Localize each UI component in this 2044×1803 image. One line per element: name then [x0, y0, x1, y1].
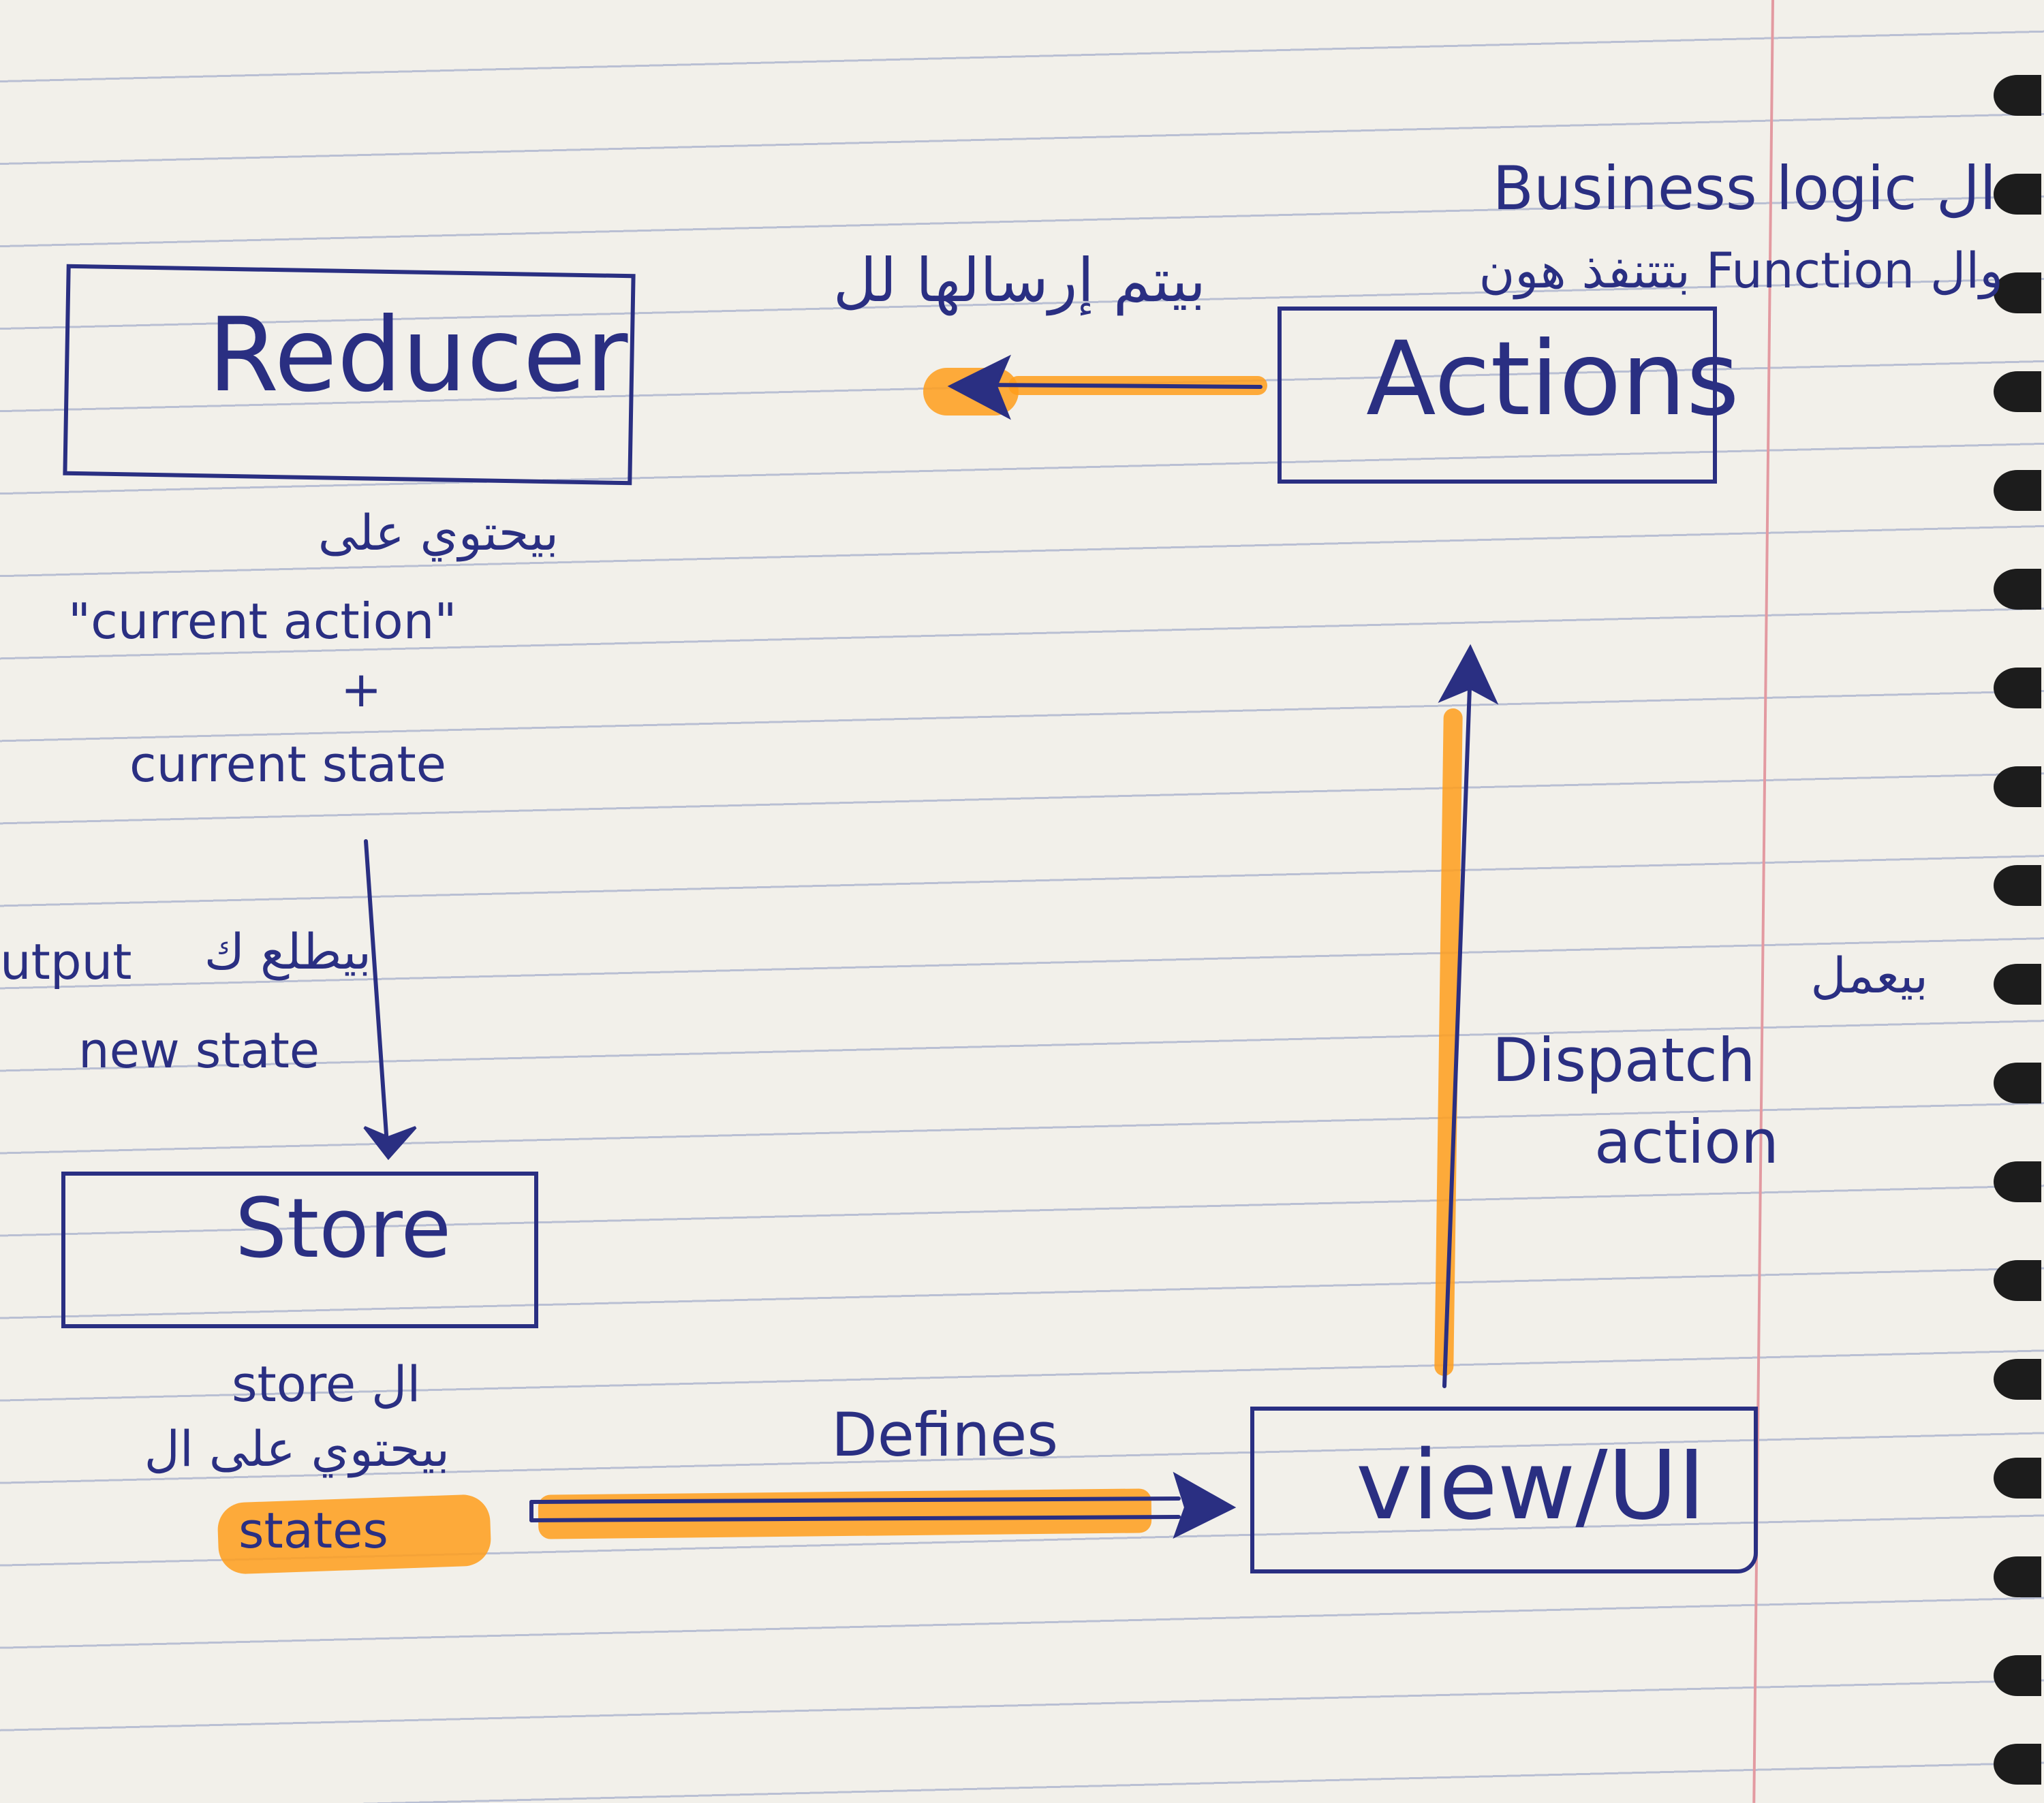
spiral-hole: [1994, 865, 2041, 906]
action-note: action: [1594, 1107, 1779, 1177]
spiral-binding: [1983, 0, 2044, 1803]
spiral-hole: [1994, 174, 2041, 215]
send-to-note: بيتم إرسالها لل: [833, 245, 1206, 315]
store-contains-note: بيحتوي على ال: [144, 1420, 450, 1477]
view-ui-label: view/UI: [1356, 1430, 1706, 1541]
current-state-note: current state: [129, 736, 447, 793]
business-logic-note-2: وال Function بتتنفذ هون: [1478, 242, 2003, 299]
spiral-hole: [1994, 1556, 2041, 1597]
arrowhead-reducer: [947, 354, 1011, 420]
defines-note: Defines: [831, 1400, 1059, 1470]
arrowhead-actions: [1438, 644, 1499, 705]
spiral-hole: [1994, 1161, 2041, 1202]
reducer-contains-note: بيحتوي على: [318, 504, 559, 561]
output-arabic-note: بيطلع ك: [204, 923, 371, 980]
store-box: [61, 1172, 538, 1328]
spiral-hole: [1994, 470, 2041, 511]
spiral-hole: [1994, 75, 2041, 116]
arrow-actions-to-reducer: [979, 383, 1263, 389]
arrow-store-to-view-1: [529, 1496, 1181, 1504]
states-note: states: [238, 1502, 388, 1559]
new-state-note: new state: [78, 1022, 320, 1079]
spiral-hole: [1994, 371, 2041, 412]
actions-box: [1278, 307, 1717, 484]
view-ui-box: [1250, 1407, 1758, 1573]
arrowhead-view: [1173, 1471, 1237, 1539]
arrow-reducer-to-store: [364, 839, 389, 1146]
current-action-note: "current action": [68, 593, 457, 650]
dispatch-note: Dispatch: [1492, 1025, 1756, 1095]
store-al-note: store ال: [232, 1355, 421, 1413]
arrow-view-to-actions: [1442, 686, 1472, 1388]
actions-label: Actions: [1366, 320, 1739, 439]
spiral-hole: [1994, 964, 2041, 1005]
spiral-hole: [1994, 1063, 2041, 1103]
plus-note: +: [341, 661, 382, 718]
spiral-hole: [1994, 766, 2041, 807]
spiral-hole: [1994, 668, 2041, 708]
reducer-label: Reducer: [208, 296, 628, 415]
spiral-hole: [1994, 1458, 2041, 1499]
spiral-hole: [1994, 569, 2041, 610]
spiral-hole: [1994, 1359, 2041, 1400]
store-label: Store: [235, 1182, 452, 1276]
spiral-hole: [1994, 1744, 2041, 1785]
arrowhead-store: [363, 1126, 417, 1161]
arrow-store-to-view-2: [529, 1515, 1181, 1522]
spiral-hole: [1994, 272, 2041, 313]
output-prefix-note: utput: [0, 933, 132, 990]
does-note: بيعمل: [1810, 947, 1928, 1004]
spiral-hole: [1994, 1655, 2041, 1696]
business-logic-note-1: Business logic ال: [1492, 153, 1996, 223]
spiral-hole: [1994, 1260, 2041, 1301]
